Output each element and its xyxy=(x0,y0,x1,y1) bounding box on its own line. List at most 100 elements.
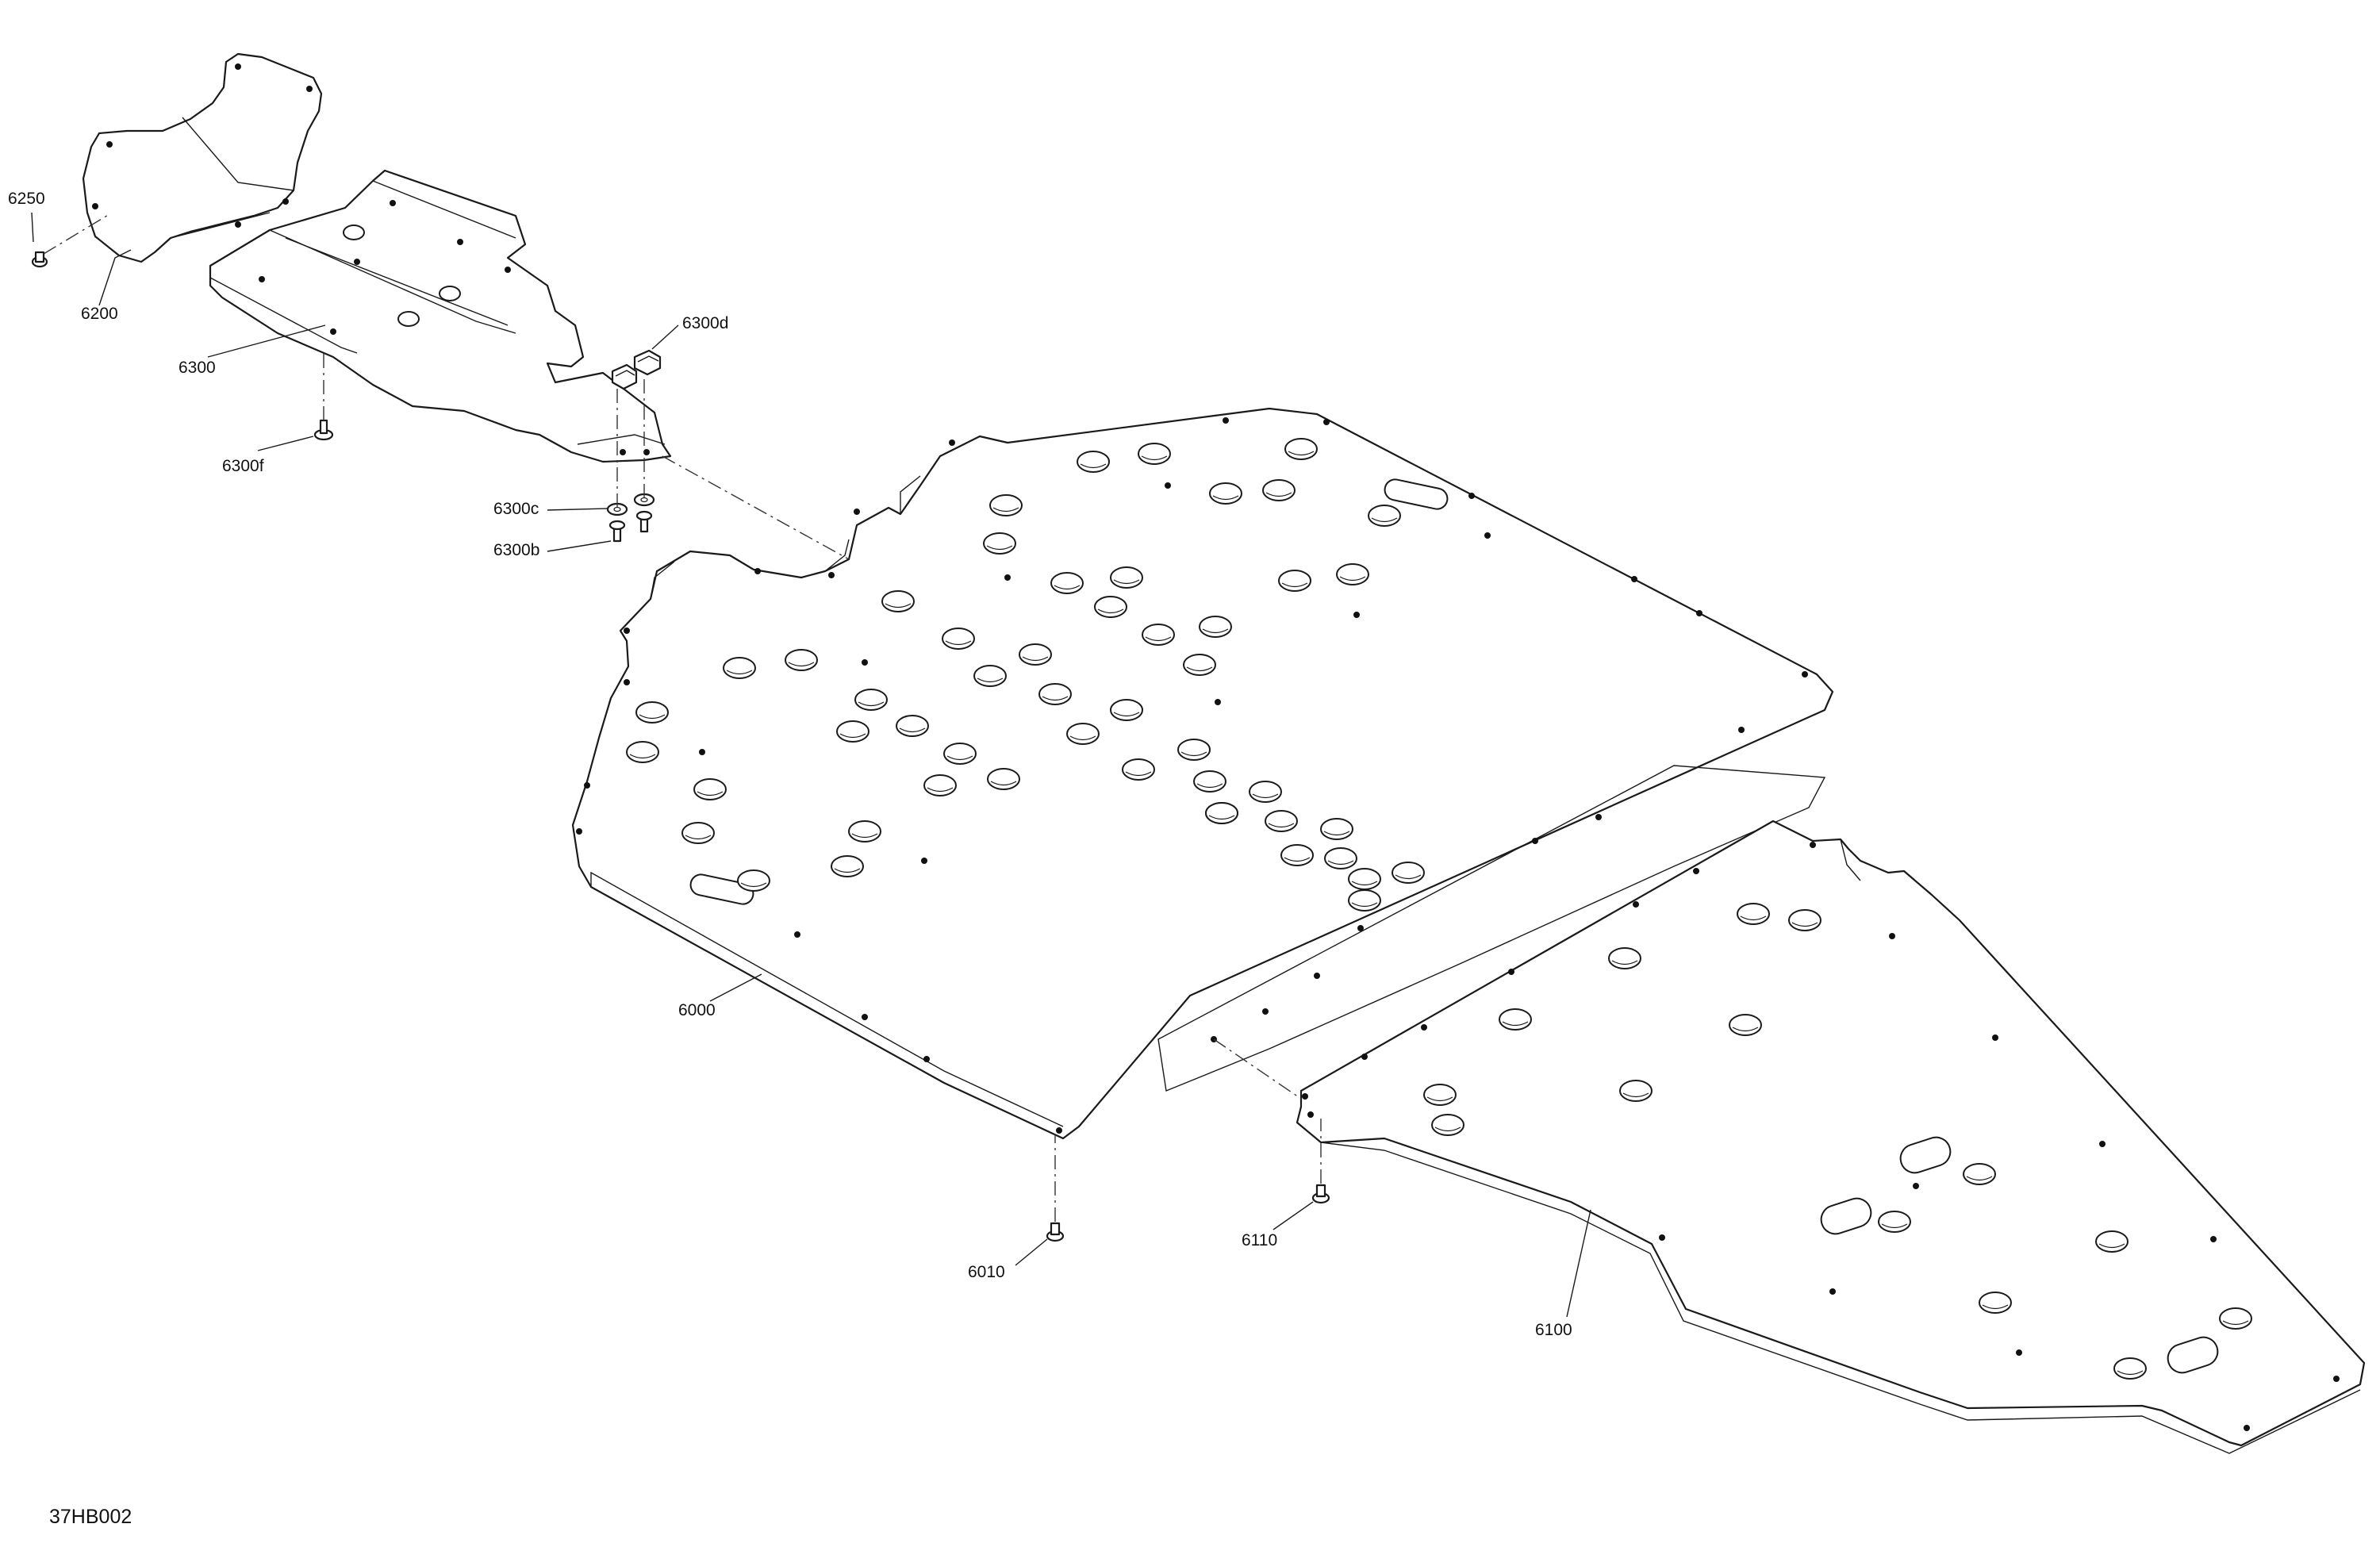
hole-6000-inner xyxy=(1265,492,1292,497)
hole-6000-inner xyxy=(1202,628,1229,634)
hole-6000 xyxy=(1077,451,1110,473)
hole-6000 xyxy=(1278,570,1311,592)
hole-6000 xyxy=(1050,572,1084,594)
hole-6000 xyxy=(1142,624,1175,646)
hole-6100-inner xyxy=(1966,1176,1993,1181)
hole-6000 xyxy=(1110,566,1143,589)
hole-6100-inner xyxy=(1791,922,1818,927)
hole-6000-inner xyxy=(1022,656,1049,662)
hole-6000 xyxy=(626,741,659,763)
hole-6100-inner xyxy=(2117,1370,2144,1376)
hole-6000-inner xyxy=(740,882,767,888)
callout-6010: 6010 xyxy=(968,1263,1005,1281)
hole-6000 xyxy=(1138,443,1171,465)
hole-6000 xyxy=(1348,889,1381,912)
hole-6000 xyxy=(836,720,869,743)
hole-6100 xyxy=(1608,947,1641,969)
fastener-6110 xyxy=(1311,1184,1330,1204)
hole-6100-inner xyxy=(1611,960,1638,965)
callout-6300f: 6300f xyxy=(222,457,264,475)
hole-6000-inner xyxy=(851,833,878,839)
callout-6110: 6110 xyxy=(1242,1231,1277,1249)
hole-6100 xyxy=(1878,1211,1911,1233)
hole-6000-inner xyxy=(990,781,1017,786)
hole-6000-inner xyxy=(1212,495,1239,501)
hole-6000 xyxy=(1199,616,1232,638)
part-6300-mid-skid-plate xyxy=(209,169,672,463)
hole-6000-inner xyxy=(945,640,972,646)
hole-6000 xyxy=(1038,683,1072,705)
hole-6000-inner xyxy=(927,787,954,793)
hole-6000-inner xyxy=(834,868,861,873)
hole-6100 xyxy=(1963,1163,1996,1185)
hole-6000 xyxy=(831,855,864,877)
hole-6100-inner xyxy=(1732,1027,1759,1032)
hole-6000 xyxy=(923,774,957,796)
hole-6000-inner xyxy=(1180,751,1207,757)
hole-6100-inner xyxy=(1426,1096,1453,1102)
hole-6000-inner xyxy=(1284,857,1311,862)
hole-6000-inner xyxy=(1208,815,1235,820)
callout-6200: 6200 xyxy=(81,305,118,323)
callout-6250: 6250 xyxy=(8,190,45,208)
hole-6000-inner xyxy=(1395,874,1422,880)
hole-6000 xyxy=(1205,802,1238,824)
hole-6000 xyxy=(693,778,727,800)
hole-6100 xyxy=(2095,1230,2129,1253)
hole-6000 xyxy=(983,532,1016,555)
callout-6300c: 6300c xyxy=(493,500,539,518)
fastener-6250 xyxy=(31,251,48,268)
callout-6100: 6100 xyxy=(1535,1321,1572,1339)
hole-6000 xyxy=(1019,643,1052,666)
hole-6000-inner xyxy=(1288,451,1315,456)
hole-6000 xyxy=(1284,438,1318,460)
hole-6000 xyxy=(1094,596,1127,618)
hole-6100-inner xyxy=(1434,1127,1461,1132)
hole-6000-inner xyxy=(1339,576,1366,582)
hole-6000-inner xyxy=(1069,735,1096,741)
hole-6000 xyxy=(1265,810,1298,832)
hole-6000 xyxy=(942,628,975,650)
callout-6000: 6000 xyxy=(678,1001,716,1019)
hole-6000 xyxy=(1320,818,1353,840)
drawing-code: 37HB002 xyxy=(49,1506,132,1528)
hole-6000 xyxy=(723,657,756,679)
hole-6000-inner xyxy=(1252,793,1279,799)
hole-6000-inner xyxy=(1327,860,1354,866)
hole-6100-inner xyxy=(2222,1320,2249,1326)
hole-6100 xyxy=(1729,1014,1762,1036)
hole-6000 xyxy=(973,665,1007,687)
hole-6000 xyxy=(881,590,915,612)
hole-6100 xyxy=(1619,1080,1653,1102)
hole-6000 xyxy=(1324,847,1357,869)
hole-6000 xyxy=(1066,723,1100,745)
hole-6100 xyxy=(1979,1292,2012,1314)
hole-6000-inner xyxy=(946,755,973,761)
hole-6000-inner xyxy=(839,733,866,739)
hole-6000 xyxy=(1209,482,1242,505)
callout-6300d: 6300d xyxy=(682,314,728,332)
hole-6000-inner xyxy=(1145,636,1172,642)
hole-6000 xyxy=(1280,844,1314,866)
hole-6100 xyxy=(2219,1307,2252,1330)
hole-6100-inner xyxy=(1881,1223,1908,1229)
hole-6000 xyxy=(1262,479,1296,501)
hole-6000 xyxy=(1177,739,1211,761)
hole-6000 xyxy=(854,689,888,711)
hole-6000-inner xyxy=(977,677,1004,683)
hole-6000-inner xyxy=(1042,696,1069,701)
hole-6000-inner xyxy=(1080,463,1107,469)
hole-6100 xyxy=(1788,909,1821,931)
hole-6100 xyxy=(1499,1008,1532,1031)
hole-6000 xyxy=(1183,654,1216,676)
hole-6000-inner xyxy=(629,754,656,759)
hole-6100 xyxy=(1737,903,1770,925)
fastener-6010 xyxy=(1046,1222,1065,1242)
hole-6000 xyxy=(1122,758,1155,781)
hole-6000-inner xyxy=(1125,771,1152,777)
hole-6000-inner xyxy=(986,545,1013,551)
hole-6000-inner xyxy=(1351,881,1378,886)
bolt-6300f xyxy=(313,419,334,441)
part-6100-rear-skid-plate xyxy=(1296,819,2366,1454)
